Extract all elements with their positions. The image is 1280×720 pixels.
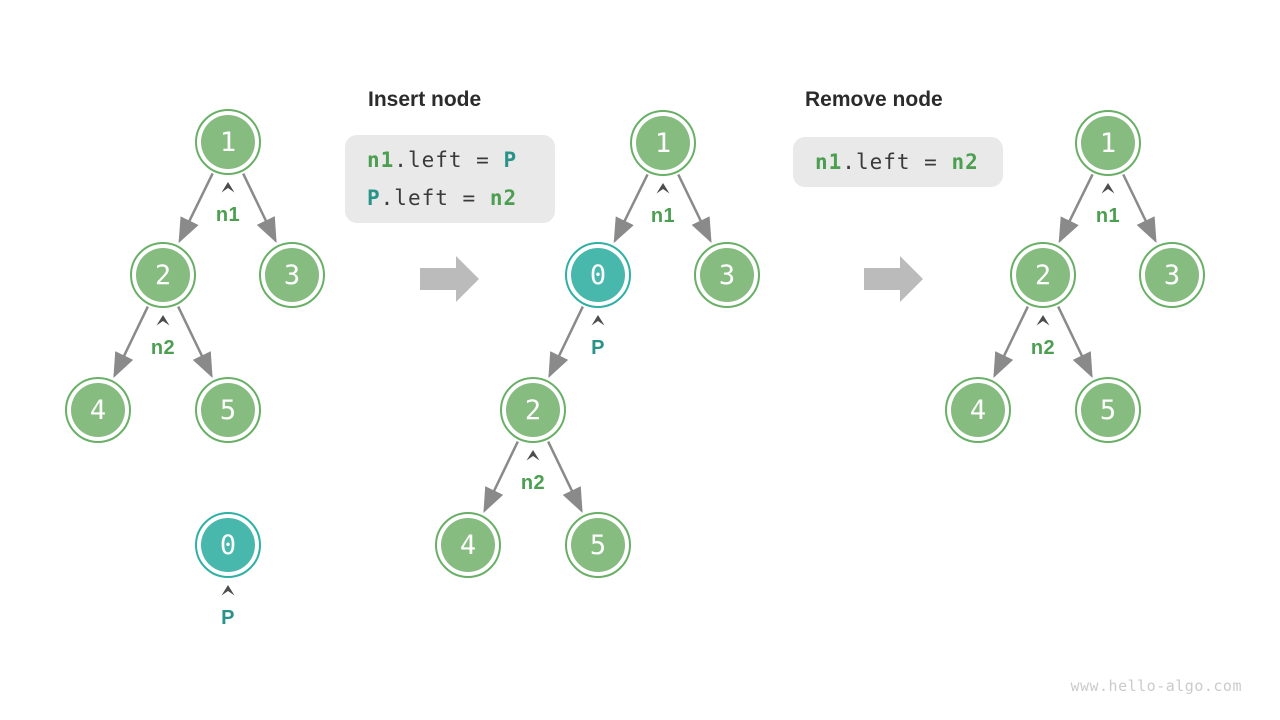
transition-arrow-icon bbox=[420, 256, 479, 302]
tree-node-after_insert-2: 2 bbox=[500, 377, 566, 443]
tree-node-after_remove-3: 3 bbox=[1139, 242, 1205, 308]
pointer-caret-icon bbox=[221, 585, 235, 596]
pointer-label-n2: n2 bbox=[1030, 337, 1056, 359]
tree-edge bbox=[177, 305, 213, 379]
tree-edge bbox=[113, 305, 149, 379]
pointer-label-n2: n2 bbox=[150, 337, 176, 359]
pointer-caret-icon bbox=[656, 183, 670, 194]
code-token: n2 bbox=[951, 150, 979, 174]
tree-node-value: 0 bbox=[201, 518, 255, 572]
tree-node-value: 3 bbox=[265, 248, 319, 302]
tree-node-value: 2 bbox=[1016, 248, 1070, 302]
tree-node-value: 1 bbox=[636, 116, 690, 170]
remove-code-block: n1.left = n2 bbox=[793, 137, 1003, 187]
tree-edge bbox=[613, 173, 649, 244]
tree-node-value: 0 bbox=[571, 248, 625, 302]
pointer-caret-icon bbox=[591, 315, 605, 326]
tree-edge bbox=[1122, 173, 1157, 244]
tree-node-initial-0: 0 bbox=[195, 512, 261, 578]
pointer-label-n2: n2 bbox=[520, 472, 546, 494]
code-token: P bbox=[367, 186, 381, 210]
tree-node-after_remove-4: 4 bbox=[945, 377, 1011, 443]
code-line: n1.left = P bbox=[367, 141, 555, 179]
tree-edge bbox=[1058, 173, 1094, 244]
tree-node-value: 5 bbox=[571, 518, 625, 572]
tree-edge bbox=[677, 173, 712, 244]
tree-node-after_remove-1: 1 bbox=[1075, 110, 1141, 176]
pointer-label-n1: n1 bbox=[215, 204, 241, 226]
tree-node-initial-2: 2 bbox=[130, 242, 196, 308]
tree-edge bbox=[483, 440, 519, 514]
insert-panel-title: Insert node bbox=[368, 88, 482, 111]
code-token: n1 bbox=[815, 150, 843, 174]
tree-node-after_remove-5: 5 bbox=[1075, 377, 1141, 443]
tree-node-value: 5 bbox=[201, 383, 255, 437]
tree-node-value: 2 bbox=[136, 248, 190, 302]
tree-node-value: 3 bbox=[1145, 248, 1199, 302]
code-token: P bbox=[503, 148, 518, 172]
code-token: n1 bbox=[367, 148, 395, 172]
pointer-caret-icon bbox=[1036, 315, 1050, 326]
pointer-caret-icon bbox=[526, 450, 540, 461]
pointer-caret-icon bbox=[221, 182, 235, 193]
transition-arrow-icon bbox=[864, 256, 923, 302]
code-token: .left = bbox=[842, 150, 952, 174]
pointer-caret-icon bbox=[1101, 183, 1115, 194]
pointer-caret-icon bbox=[156, 315, 170, 326]
code-token: .left = bbox=[380, 186, 490, 210]
remove-panel-title: Remove node bbox=[805, 88, 943, 111]
tree-node-after_insert-0: 0 bbox=[565, 242, 631, 308]
pointer-label-n1: n1 bbox=[1095, 205, 1121, 227]
tree-node-after_insert-1: 1 bbox=[630, 110, 696, 176]
tree-node-initial-3: 3 bbox=[259, 242, 325, 308]
tree-node-initial-4: 4 bbox=[65, 377, 131, 443]
tree-node-value: 5 bbox=[1081, 383, 1135, 437]
pointer-label-P: P bbox=[591, 337, 605, 359]
pointer-label-n1: n1 bbox=[650, 205, 676, 227]
tree-edge bbox=[242, 172, 277, 244]
code-token: n2 bbox=[489, 186, 518, 210]
tree-node-after_remove-2: 2 bbox=[1010, 242, 1076, 308]
tree-node-value: 4 bbox=[71, 383, 125, 437]
tree-edge bbox=[993, 305, 1029, 379]
watermark: www.hello-algo.com bbox=[1070, 677, 1242, 695]
tree-node-value: 1 bbox=[1081, 116, 1135, 170]
code-token: .left = bbox=[394, 148, 504, 172]
code-line: n1.left = n2 bbox=[815, 143, 1003, 181]
tree-node-after_insert-3: 3 bbox=[694, 242, 760, 308]
pointer-label-P: P bbox=[221, 607, 235, 629]
tree-node-value: 4 bbox=[441, 518, 495, 572]
tree-node-value: 3 bbox=[700, 248, 754, 302]
tree-node-initial-1: 1 bbox=[195, 109, 261, 175]
tree-node-after_insert-4: 4 bbox=[435, 512, 501, 578]
tree-node-value: 4 bbox=[951, 383, 1005, 437]
tree-edge bbox=[178, 172, 214, 244]
tree-node-value: 1 bbox=[201, 115, 255, 169]
tree-edge bbox=[547, 440, 583, 514]
tree-node-after_insert-5: 5 bbox=[565, 512, 631, 578]
code-line: P.left = n2 bbox=[367, 179, 555, 217]
tree-edge bbox=[548, 305, 584, 379]
tree-node-initial-5: 5 bbox=[195, 377, 261, 443]
tree-edge bbox=[1057, 305, 1093, 379]
tree-node-value: 2 bbox=[506, 383, 560, 437]
